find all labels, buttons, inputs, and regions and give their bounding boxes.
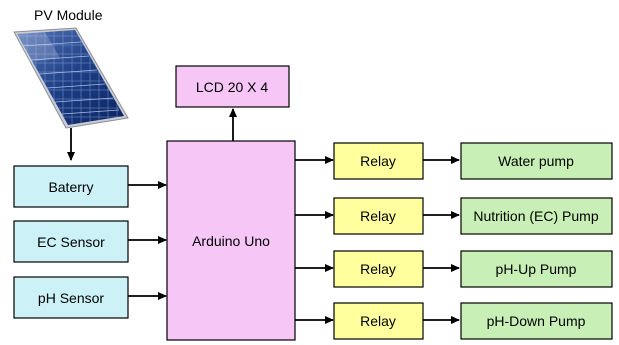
- lcd-block: LCD 20 X 4: [175, 65, 290, 108]
- ph-sensor-block: pH Sensor: [13, 276, 129, 319]
- nutrition-pump-block: Nutrition (EC) Pump: [460, 197, 613, 235]
- ph-down-pump-block: pH-Down Pump: [460, 302, 613, 340]
- relay-3-block: Relay: [333, 250, 424, 288]
- pv-module-label: PV Module: [34, 7, 103, 23]
- ph-up-pump-label: pH-Up Pump: [496, 261, 577, 277]
- controller-label: Arduino Uno: [192, 233, 270, 249]
- lcd-label: LCD 20 X 4: [196, 79, 269, 95]
- nutrition-pump-label: Nutrition (EC) Pump: [473, 208, 598, 224]
- relay-1-block: Relay: [333, 142, 424, 180]
- relay-1-label: Relay: [360, 153, 396, 169]
- ec-sensor-block: EC Sensor: [13, 220, 129, 263]
- ec-sensor-label: EC Sensor: [37, 234, 105, 250]
- relay-4-label: Relay: [360, 313, 396, 329]
- controller-block: Arduino Uno: [166, 140, 296, 341]
- battery-label: Baterry: [48, 179, 93, 195]
- solar-panel-icon: [13, 27, 129, 129]
- ph-up-pump-block: pH-Up Pump: [460, 250, 613, 288]
- ph-sensor-label: pH Sensor: [38, 290, 104, 306]
- relay-2-label: Relay: [360, 208, 396, 224]
- water-pump-label: Water pump: [498, 153, 574, 169]
- relay-4-block: Relay: [333, 302, 424, 340]
- water-pump-block: Water pump: [460, 142, 613, 180]
- battery-block: Baterry: [13, 165, 129, 208]
- ph-down-pump-label: pH-Down Pump: [487, 313, 586, 329]
- relay-3-label: Relay: [360, 261, 396, 277]
- relay-2-block: Relay: [333, 197, 424, 235]
